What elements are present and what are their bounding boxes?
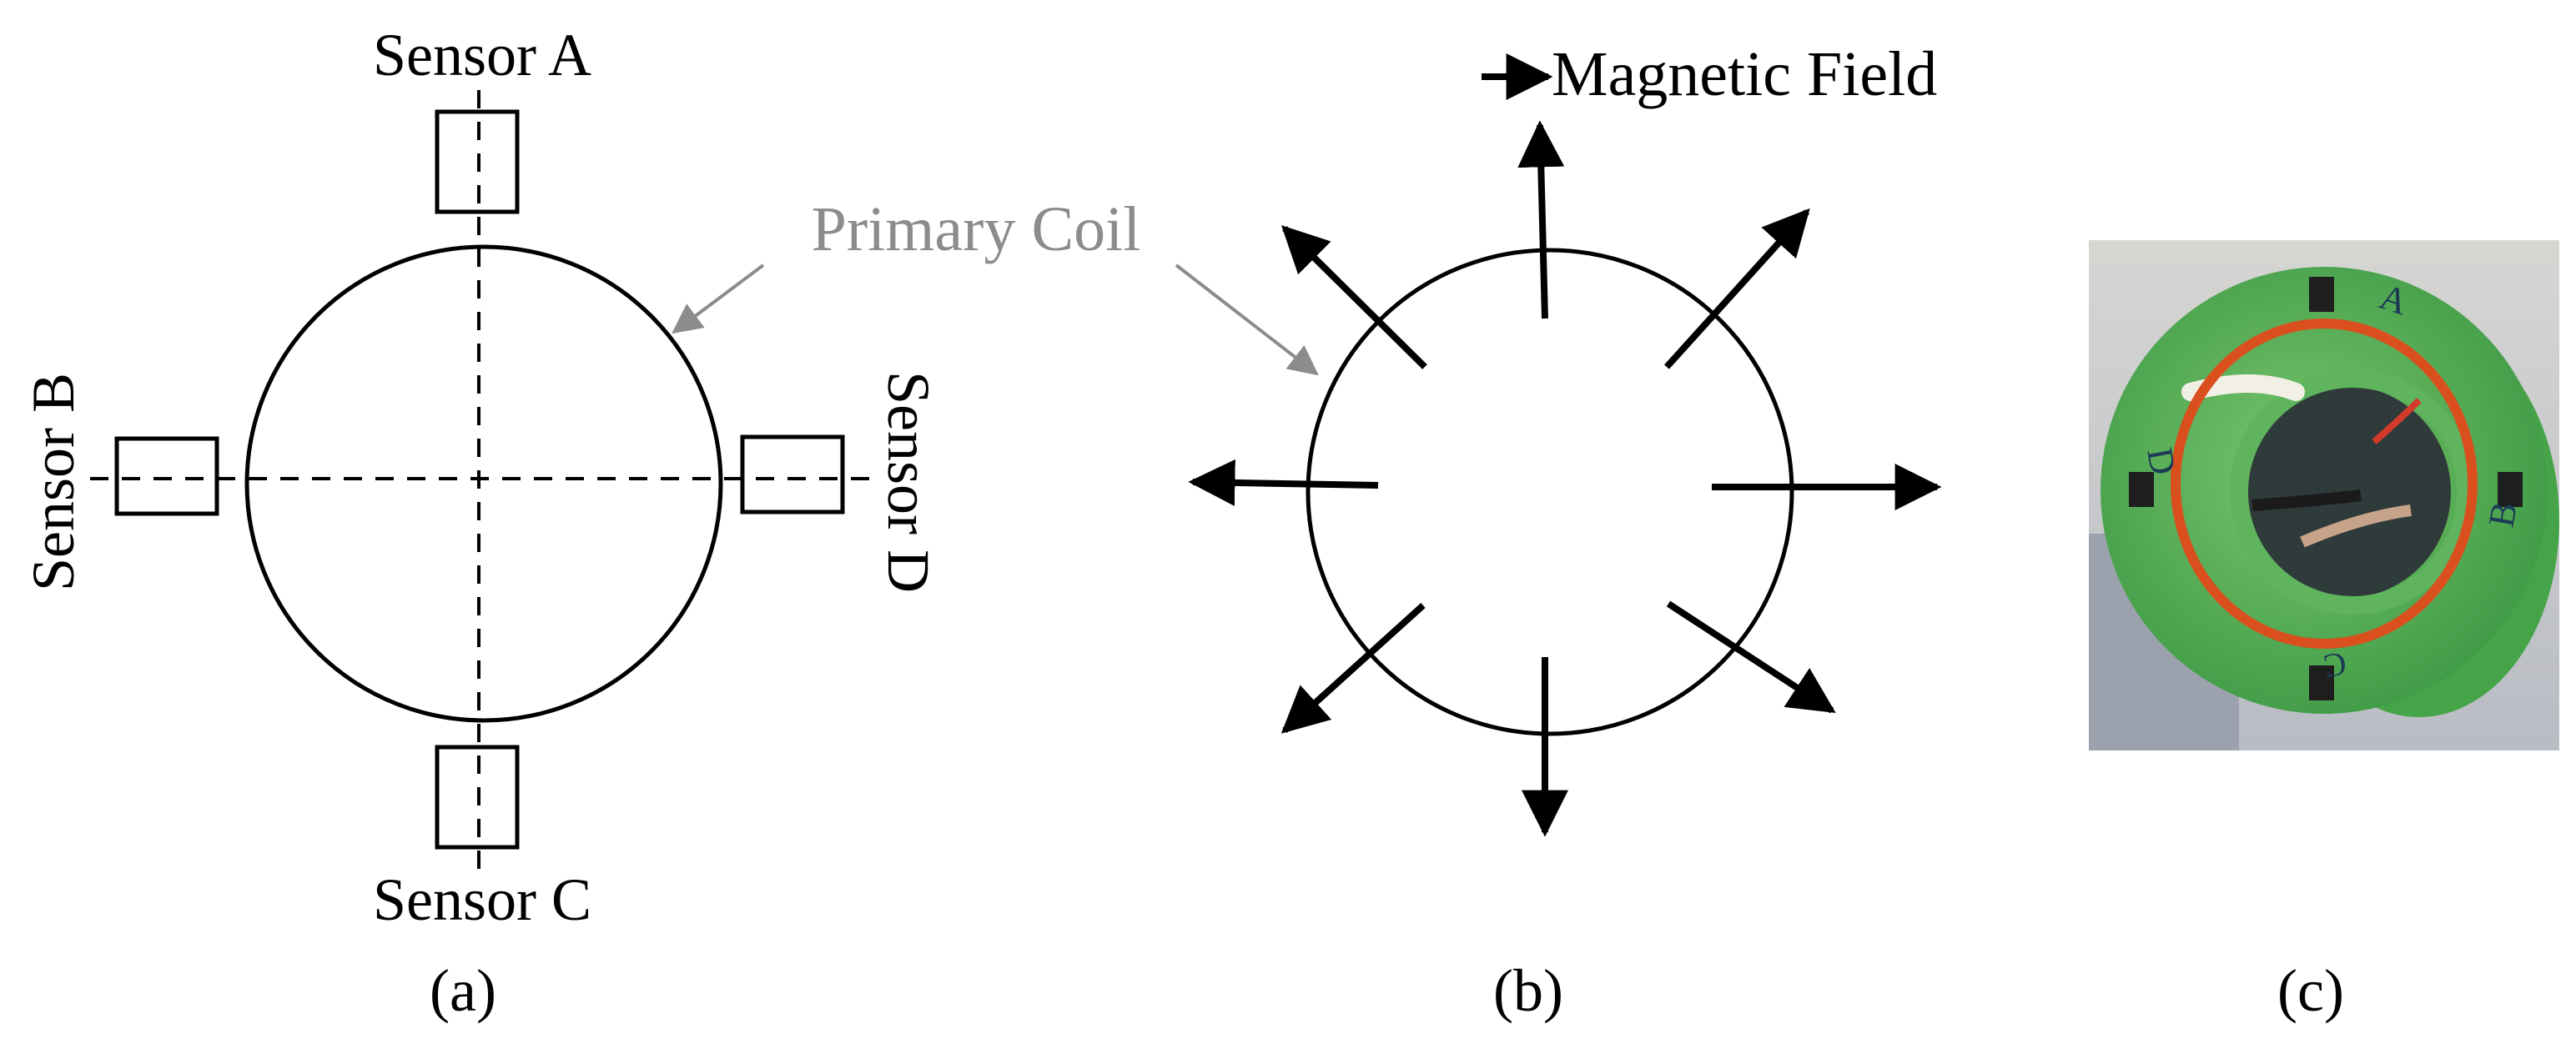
primary-coil-annotation: Primary Coil: [672, 194, 1319, 376]
primary-coil-circle-a: [244, 244, 723, 723]
sensor-c-box: [435, 745, 520, 850]
tan-wire: [2300, 504, 2412, 548]
field-arrow-down-right: [1666, 600, 1836, 714]
photo-sensor-a: [2309, 277, 2334, 312]
sensor-ring-photo: A D B C: [2089, 240, 2559, 750]
field-arrow-left: [1188, 459, 1379, 506]
sensor-d-label: Sensor D: [875, 371, 942, 593]
field-arrow-up: [1517, 120, 1565, 319]
sensor-a-label: Sensor A: [373, 22, 591, 88]
photo-sensor-d: [2129, 472, 2154, 507]
primary-coil-pointer-a: [672, 264, 765, 334]
caption-b: (b): [1493, 957, 1563, 1024]
primary-coil-label: Primary Coil: [812, 194, 1141, 264]
field-arrow-up-left: [1281, 225, 1427, 369]
sensor-b-box: [114, 436, 219, 516]
red-wire: [2372, 398, 2422, 444]
caption-a: (a): [430, 957, 496, 1024]
wire-bundle: [2251, 489, 2362, 511]
sensor-b-label: Sensor B: [20, 373, 87, 591]
photo-sensor-c: [2309, 665, 2334, 700]
magnetic-field-legend: Magnetic Field: [1552, 39, 1937, 109]
panel-a: Sensor A Sensor C Sensor B Sensor D (a): [20, 22, 942, 1024]
photo-sensor-b: [2498, 472, 2523, 507]
sensor-d-box: [740, 434, 845, 514]
panel-b: Magnetic Field (b): [1188, 39, 1942, 1024]
field-arrow-up-right: [1664, 208, 1810, 369]
inner-ring-edge: [2230, 369, 2475, 615]
sensor-a-box: [435, 109, 520, 214]
copper-coil: [2171, 319, 2478, 649]
caption-c: (c): [2277, 957, 2344, 1024]
field-arrow-down-left: [1280, 603, 1426, 734]
primary-coil-circle-b: [1306, 248, 1794, 736]
primary-coil-pointer-b: [1175, 264, 1319, 376]
sensor-c-label: Sensor C: [373, 866, 591, 933]
panel-c: A D B C (c): [2089, 240, 2559, 1024]
